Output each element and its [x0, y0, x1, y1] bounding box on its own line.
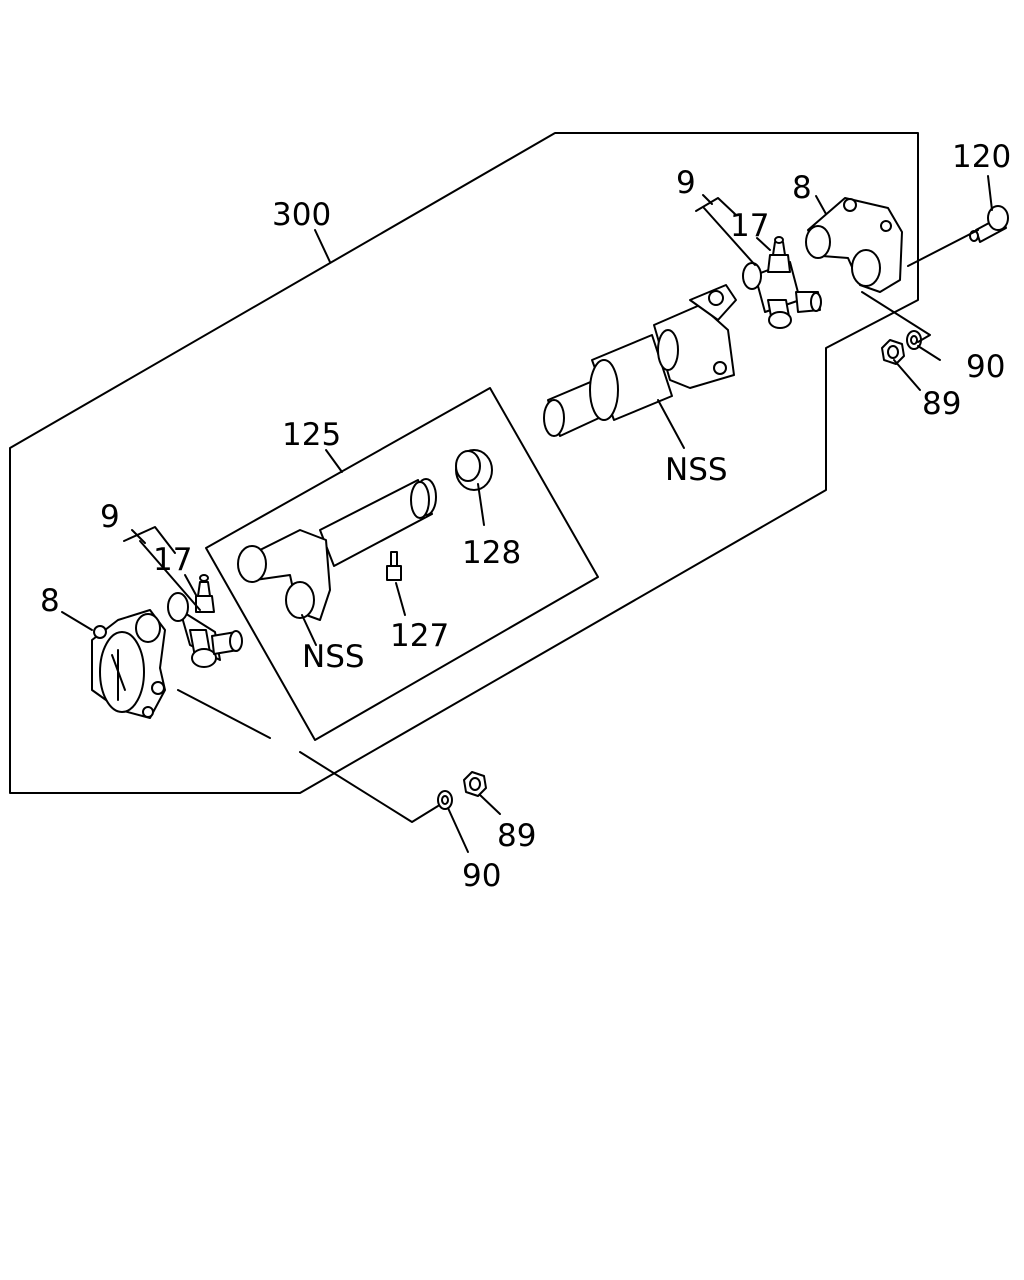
- label-89-bottom: 89: [497, 818, 536, 854]
- label-89-right: 89: [922, 386, 961, 422]
- label-8-right: 8: [792, 170, 812, 206]
- label-17-right: 17: [730, 208, 769, 244]
- slip-yoke-tube: [237, 478, 437, 621]
- subassembly-125-outline: [205, 387, 599, 741]
- label-nss-shaft: NSS: [665, 452, 728, 488]
- label-17-left: 17: [153, 542, 192, 578]
- label-nss-mid: NSS: [302, 639, 365, 675]
- label-127: 127: [390, 618, 449, 654]
- label-128: 128: [462, 535, 521, 571]
- nut-89-bottom: [463, 771, 487, 797]
- seal-128: [455, 449, 493, 491]
- label-90-bottom: 90: [462, 858, 501, 894]
- leader-lines: [61, 175, 993, 853]
- label-300: 300: [272, 197, 331, 233]
- label-90-right: 90: [966, 349, 1005, 385]
- flange-yoke-right: [805, 197, 903, 293]
- part-labels: 300 125 128 127 NSS NSS 120 9 17 8 9 17 …: [40, 139, 1011, 894]
- washer-90-right: [906, 330, 922, 350]
- splined-shaft: [543, 284, 737, 437]
- bolt-120: [969, 205, 1009, 243]
- universal-joint-right: [742, 236, 822, 329]
- label-9-right: 9: [676, 165, 696, 201]
- label-9-left: 9: [100, 499, 120, 535]
- assembly-300-outline: [9, 132, 919, 794]
- label-125: 125: [282, 417, 341, 453]
- label-8-left: 8: [40, 583, 60, 619]
- flange-yoke-left: [91, 609, 166, 719]
- nut-89-right: [881, 339, 905, 365]
- washer-90-bottom: [437, 790, 453, 810]
- label-120: 120: [952, 139, 1011, 175]
- grease-fitting-127: [386, 551, 402, 581]
- universal-joint-left: [167, 574, 243, 668]
